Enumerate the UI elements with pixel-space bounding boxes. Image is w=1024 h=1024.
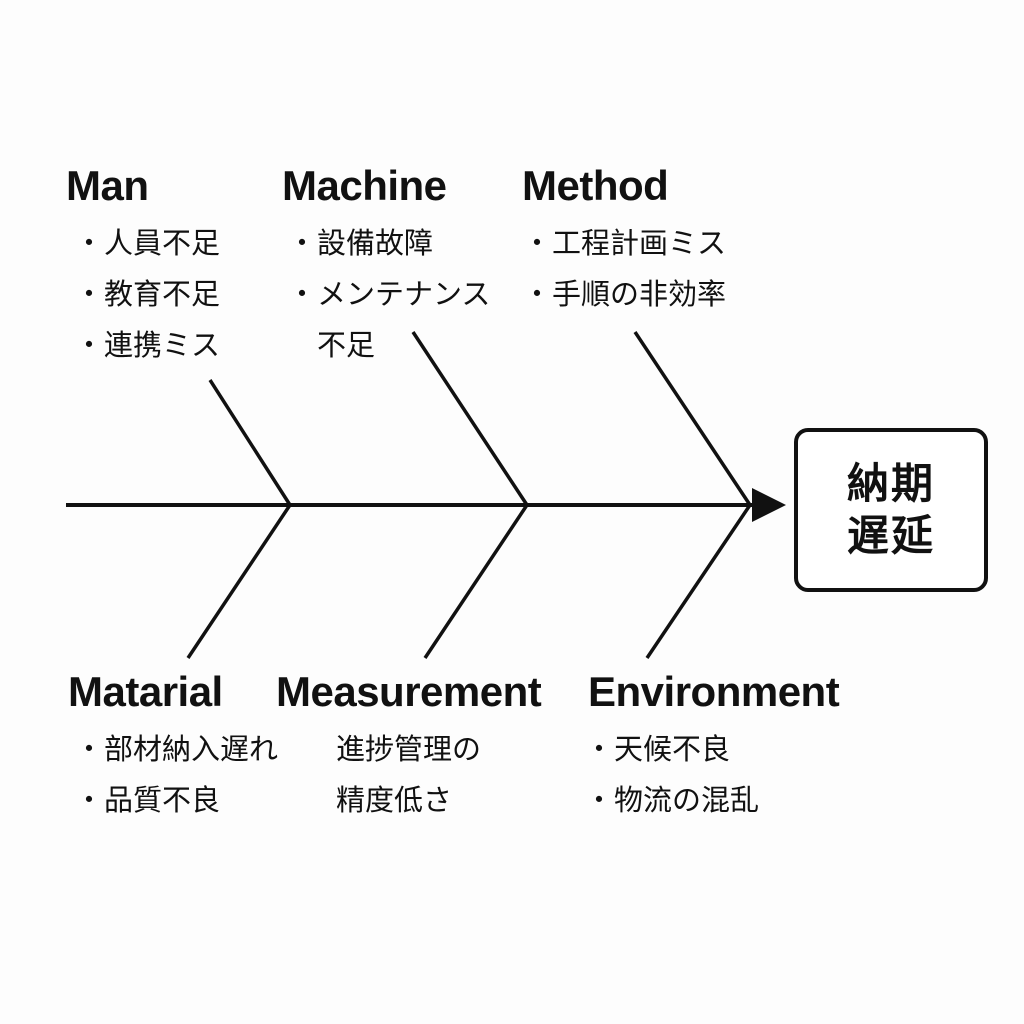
bone-machine [411,331,529,506]
category-title-environment: Environment [588,668,840,715]
bullet-mark: ・ [522,277,552,311]
cause-text: 人員不足 [104,226,221,260]
list-item: ・メンテナンス [287,269,490,320]
cause-list-measurement: 進捗管理の 精度低さ [336,724,481,826]
category-title-method: Method [522,162,669,209]
spine-arrowhead [752,488,786,522]
list-item: ・人員不足 [74,218,220,269]
bone-environment [645,504,752,659]
bone-man [208,379,292,506]
cause-text: 不足 [317,328,376,362]
list-item: ・連携ミス [74,320,220,371]
effect-label-line1: 納期 [846,459,935,508]
bone-material [186,504,292,659]
category-title-material: Matarial [68,668,223,715]
bullet-mark: ・ [287,277,317,311]
cause-text: 部材納入遅れ [104,732,279,766]
category-title-man: Man [66,162,149,209]
cause-text: 手順の非効率 [552,277,727,311]
cause-list-machine: ・設備故障 ・メンテナンス 不足 [287,218,490,371]
cause-text: 教育不足 [104,277,221,311]
bullet-mark: ・ [522,226,552,260]
effect-box: 納期 遅延 [794,428,988,592]
list-item: ・品質不良 [74,775,278,826]
list-item: 精度低さ [336,775,481,826]
cause-list-environment: ・天候不良 ・物流の混乱 [584,724,759,826]
cause-text: 物流の混乱 [614,783,760,817]
bullet-mark: ・ [584,783,614,817]
cause-text: 設備故障 [317,226,434,260]
bone-method [633,331,752,506]
bullet-mark: ・ [74,783,104,817]
cause-list-method: ・工程計画ミス ・手順の非効率 [522,218,726,320]
cause-text: 進捗管理の [336,732,482,766]
list-item: ・天候不良 [584,724,759,775]
cause-list-material: ・部材納入遅れ ・品質不良 [74,724,278,826]
list-item: ・手順の非効率 [522,269,726,320]
cause-text: 品質不良 [104,783,221,817]
bullet-mark: ・ [74,226,104,260]
effect-label-line2: 遅延 [846,511,935,560]
list-item: ・部材納入遅れ [74,724,278,775]
list-item: ・設備故障 [287,218,490,269]
bullet-mark: ・ [74,328,104,362]
bullet-mark: ・ [584,732,614,766]
cause-list-man: ・人員不足 ・教育不足 ・連携ミス [74,218,220,371]
list-item: ・工程計画ミス [522,218,726,269]
bullet-mark: ・ [74,277,104,311]
list-item: 不足 [287,320,490,371]
list-item: ・物流の混乱 [584,775,759,826]
cause-text: メンテナンス [317,277,491,311]
list-item: 進捗管理の [336,724,481,775]
cause-text: 工程計画ミス [552,226,727,260]
category-title-measurement: Measurement [276,668,542,715]
category-title-machine: Machine [282,162,447,209]
list-item: ・教育不足 [74,269,220,320]
bullet-mark: ・ [287,226,317,260]
cause-text: 連携ミス [104,328,221,362]
cause-text: 精度低さ [336,783,453,817]
bone-measurement [423,504,529,659]
bullet-mark: ・ [74,732,104,766]
cause-text: 天候不良 [614,732,731,766]
